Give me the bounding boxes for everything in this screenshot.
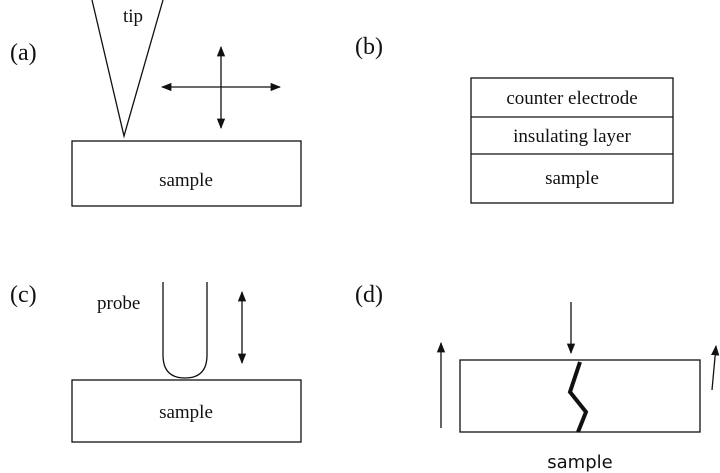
tip-cone	[91, 0, 164, 139]
sample-label-c: sample	[159, 402, 213, 423]
panel-b-label: (b)	[355, 34, 383, 60]
sample-label-d: sample	[547, 452, 612, 473]
panel-a: (a) tip sample	[10, 0, 302, 207]
panel-b: (b) counter electrode insulating layer s…	[355, 34, 674, 204]
panel-a-label: (a)	[10, 40, 37, 66]
sample-block-c	[71, 379, 302, 443]
panel-d-label: (d)	[355, 282, 383, 308]
panel-c-label: (c)	[10, 282, 37, 308]
right-tension-arrow	[711, 344, 720, 391]
panel-d: (d) sample	[355, 282, 720, 473]
sample-label-a: sample	[159, 170, 213, 191]
insulating-layer-label: insulating layer	[513, 126, 631, 147]
counter-electrode-label: counter electrode	[506, 88, 637, 109]
layer-stack	[470, 77, 674, 204]
sample-label-b: sample	[545, 168, 599, 189]
panel-c: (c) probe sample	[10, 282, 302, 443]
crack-line	[567, 361, 589, 433]
sample-block-d	[459, 359, 701, 433]
sample-block-a	[71, 140, 302, 207]
probe-label: probe	[97, 293, 140, 314]
probe-tube	[162, 282, 208, 379]
tip-label: tip	[123, 6, 143, 27]
